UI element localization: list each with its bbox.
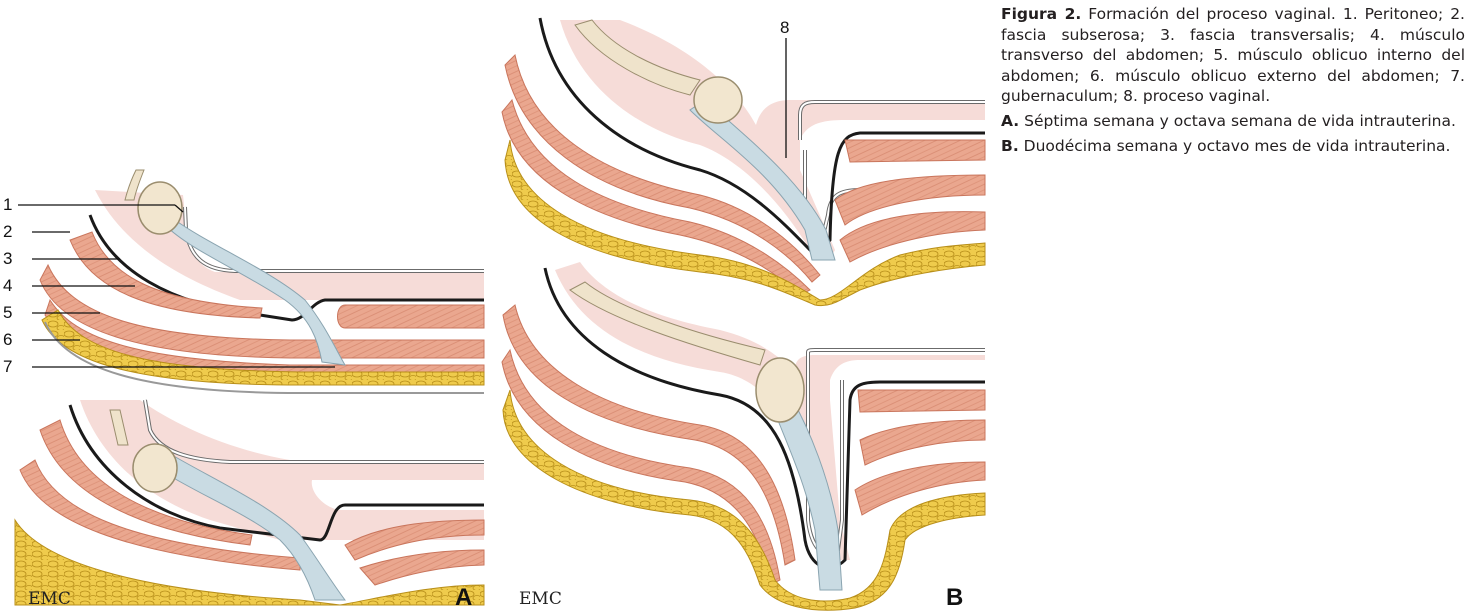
label-6: 6 bbox=[3, 330, 12, 349]
figure-caption: Figura 2. Formación del proceso vaginal.… bbox=[1001, 4, 1465, 160]
anatomical-figure: 1 2 3 4 5 6 7 8 A B EMC EMC bbox=[0, 0, 1000, 613]
panel-a-top-diagram bbox=[40, 170, 484, 393]
caption-figure-title: Formación del proceso vaginal. bbox=[1081, 5, 1336, 23]
testis-a2 bbox=[133, 444, 177, 492]
emc-watermark-right: EMC bbox=[519, 589, 562, 609]
caption-b-text: Duodécima semana y octavo mes de vida in… bbox=[1019, 137, 1451, 155]
caption-figure-label: Figura 2. bbox=[1001, 5, 1081, 23]
panel-label-b: B bbox=[946, 584, 963, 611]
panel-a-bottom-diagram bbox=[15, 400, 484, 605]
testis-b1 bbox=[694, 77, 742, 123]
panel-b-bottom-diagram bbox=[502, 262, 985, 610]
label-8: 8 bbox=[780, 18, 789, 37]
label-2: 2 bbox=[3, 222, 12, 241]
panel-label-a: A bbox=[455, 584, 472, 611]
caption-b-paragraph: B. Duodécima semana y octavo mes de vida… bbox=[1001, 136, 1465, 157]
testis bbox=[138, 182, 182, 234]
label-4: 4 bbox=[3, 276, 12, 295]
emc-watermark-left: EMC bbox=[28, 589, 71, 609]
testis-b2 bbox=[756, 358, 804, 422]
panel-b-top-diagram bbox=[502, 18, 985, 306]
caption-legend-paragraph: Figura 2. Formación del proceso vaginal.… bbox=[1001, 4, 1465, 107]
caption-a-text: Séptima semana y octava semana de vida i… bbox=[1019, 112, 1456, 130]
caption-a-paragraph: A. Séptima semana y octava semana de vid… bbox=[1001, 111, 1465, 132]
label-7: 7 bbox=[3, 357, 12, 376]
label-1: 1 bbox=[3, 195, 12, 214]
label-3: 3 bbox=[3, 249, 12, 268]
caption-b-label: B. bbox=[1001, 137, 1019, 155]
caption-a-label: A. bbox=[1001, 112, 1019, 130]
label-5: 5 bbox=[3, 303, 12, 322]
